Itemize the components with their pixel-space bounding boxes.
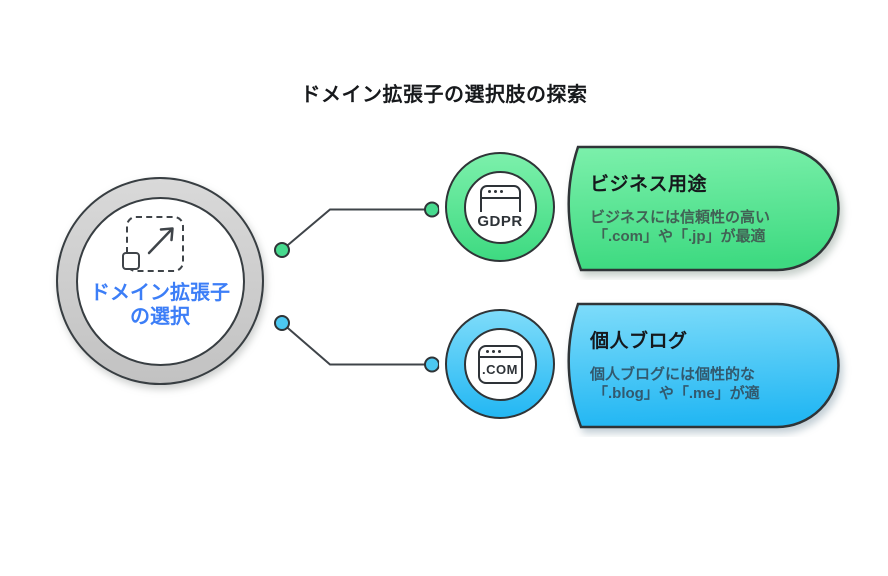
hub-domain-extension-selection[interactable]: ドメイン拡張子 の選択 [56,177,264,385]
card-personal-blog[interactable]: .COM 個人ブログ 個人ブログには個性的な 「.blog」や「.me」が適 [430,297,860,437]
browser-window-com-icon: .COM [477,344,523,384]
connector-dot-blog-right [424,356,440,373]
card-description: 個人ブログには個性的な 「.blog」や「.me」が適 [590,365,845,403]
badge-inner-circle: GDPR [463,170,537,244]
card-pill-shape [567,145,840,272]
card-description-line2: 「.blog」や「.me」が適 [593,385,760,402]
badge-text: .COM [482,362,518,377]
hub-outer-ring [56,177,264,385]
card-business-use[interactable]: GDPR ビジネス用途 ビジネスには信頼性の高い 「.com」や「.jp」が最適 [430,140,860,280]
card-pill-blog [567,302,840,429]
page-title: ドメイン拡張子の選択肢の探索 [300,84,588,106]
badge-inner-circle: .COM [463,327,537,401]
hub-label: ドメイン拡張子 の選択 [56,281,264,329]
small-square-icon [122,252,140,270]
card-title: ビジネス用途 [590,174,708,195]
badge-text: GDPR [477,212,523,230]
card-description: ビジネスには信頼性の高い 「.com」や「.jp」が最適 [590,208,845,246]
card-text-blog: 個人ブログ 個人ブログには個性的な 「.blog」や「.me」が適 [590,326,845,403]
card-pill-business [567,145,840,272]
browser-window-gdpr-icon: GDPR [477,184,523,230]
connector-dot-business-right [424,201,440,218]
badge-blog: .COM [445,309,555,419]
card-text-business: ビジネス用途 ビジネスには信頼性の高い 「.com」や「.jp」が最適 [590,169,845,246]
connector-dot-blog-left [274,315,290,331]
window-title-bar [479,184,521,199]
connector-dot-business-left [274,242,290,258]
diagonal-arrow-icon [147,227,174,255]
card-description-line1: ビジネスには信頼性の高い [590,209,771,226]
card-pill-shape [567,302,840,429]
window-sides [479,198,521,212]
expand-arrows-icon [126,216,184,272]
connector-line-blog [281,322,432,366]
card-description-line2: 「.com」や「.jp」が最適 [593,228,766,245]
card-title: 個人ブログ [590,331,688,352]
card-description-line1: 個人ブログには個性的な [590,366,756,383]
connector-line-business [281,208,432,251]
hub-label-line2: の選択 [130,306,190,328]
window-title-bar [479,347,521,358]
hub-label-line1: ドメイン拡張子 [90,282,230,304]
hub-inner-circle [75,196,245,366]
badge-business: GDPR [445,152,555,262]
